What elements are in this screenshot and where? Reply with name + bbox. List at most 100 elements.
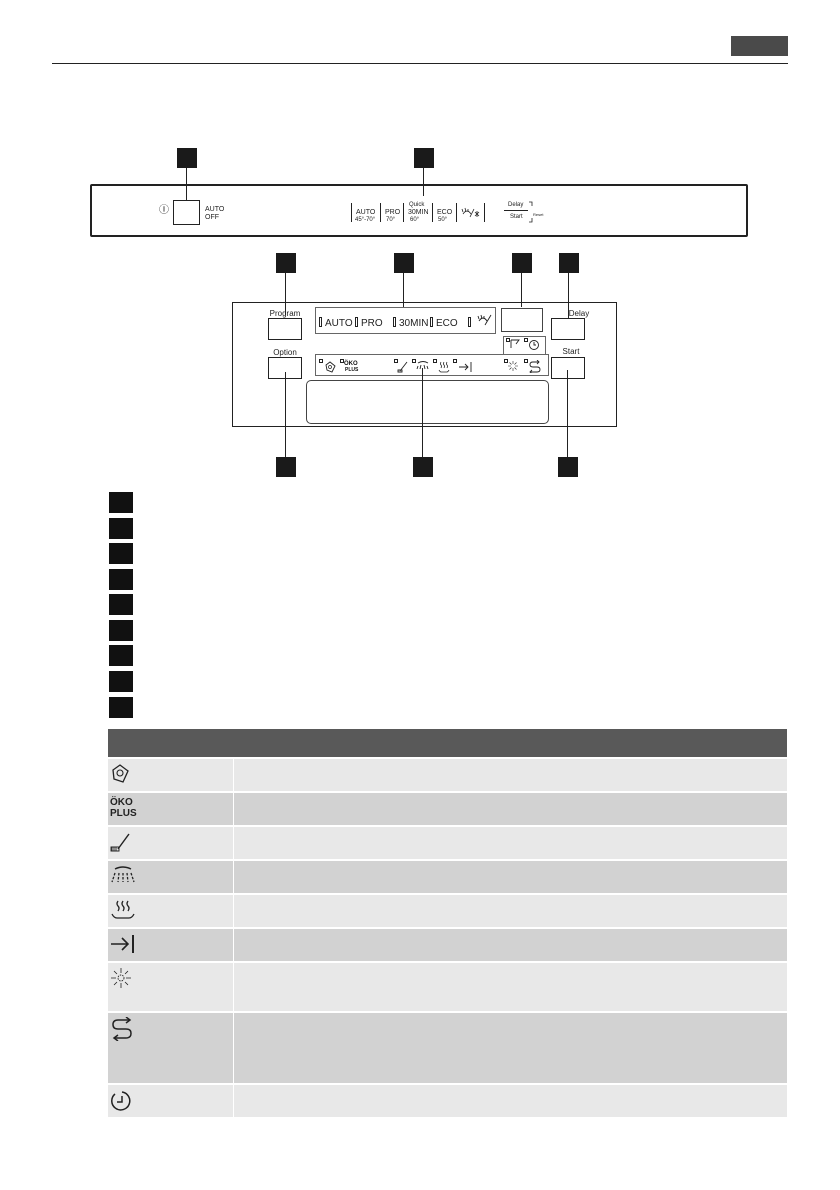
oko-indicator-line2: PLUS	[345, 367, 359, 373]
program-eco-temp: 50°	[438, 217, 448, 223]
option-button-label: Option	[273, 348, 297, 357]
delay-button-label: Delay	[568, 309, 590, 318]
table-row	[108, 929, 787, 961]
table-row	[108, 1085, 787, 1117]
cycle-arrows-icon	[529, 360, 541, 373]
program-30min-indicator: 30MIN	[393, 317, 428, 329]
drying-icon	[111, 900, 135, 919]
option-indicator-strip: ÖKO PLUS	[315, 354, 549, 376]
callout-9	[558, 457, 578, 477]
salt-sparkle-icon	[508, 361, 518, 371]
icon-cell: ÖKO PLUS	[108, 793, 233, 825]
program-indicator-strip: AUTO PRO 30MIN ECO	[315, 307, 496, 334]
divider	[403, 203, 404, 222]
table-row	[108, 759, 787, 791]
divider	[351, 203, 352, 222]
description-cell	[234, 793, 787, 825]
bottom-display-window	[306, 380, 549, 424]
program-quick-label: Quick	[409, 202, 425, 208]
table-row	[108, 963, 787, 1011]
indicator-square	[319, 359, 323, 363]
divider	[484, 203, 485, 222]
callout-7	[276, 457, 296, 477]
legend-marker-2	[109, 518, 133, 539]
indicator-square	[340, 359, 344, 363]
table-row	[108, 895, 787, 927]
leader-line	[422, 368, 423, 457]
status-indicator-box	[503, 336, 546, 354]
on-off-button[interactable]	[173, 200, 200, 225]
description-cell	[234, 929, 787, 961]
leader-line	[521, 273, 522, 307]
divider	[456, 203, 457, 222]
table-row	[108, 827, 787, 859]
callout-8	[413, 457, 433, 477]
spray-arms-icon	[416, 361, 429, 370]
legend-marker-4	[109, 569, 133, 590]
display-panel	[232, 302, 617, 427]
program-quick-temp: 60°	[410, 217, 420, 223]
table-row	[108, 1013, 787, 1083]
callout-3	[276, 253, 296, 273]
description-cell	[234, 759, 787, 791]
program-auto-temp: 45°-70°	[355, 217, 376, 223]
divider	[504, 210, 528, 211]
icon-cell	[108, 1085, 233, 1117]
program-rinse-indicator	[468, 317, 474, 329]
callout-2	[414, 148, 434, 168]
tablet-icon	[325, 361, 336, 373]
callout-5	[512, 253, 532, 273]
indicator-square	[433, 359, 437, 363]
leader-line	[423, 168, 424, 196]
leader-line	[567, 370, 568, 457]
header-rule	[52, 63, 788, 64]
callout-1	[177, 148, 197, 168]
legend-marker-3	[109, 543, 133, 564]
icon-cell	[108, 1013, 233, 1083]
program-eco-indicator: ECO	[430, 317, 458, 329]
description-cell	[234, 1085, 787, 1117]
reset-label: Reset	[533, 212, 544, 217]
top-delay-label: Delay	[508, 202, 524, 208]
leader-line	[568, 273, 569, 318]
divider	[432, 203, 433, 222]
legend-marker-5	[109, 594, 133, 615]
icon-cell	[108, 827, 233, 859]
spray-arms-icon	[111, 866, 135, 883]
divider	[380, 203, 381, 222]
start-button[interactable]	[551, 357, 585, 379]
table-row: ÖKO PLUS	[108, 793, 787, 825]
icon-cell	[108, 759, 233, 791]
description-cell	[234, 963, 787, 1011]
delay-button[interactable]	[551, 318, 585, 340]
rinse-aid-icon	[110, 833, 130, 852]
callout-4	[394, 253, 414, 273]
legend-marker-1	[109, 492, 133, 513]
legend-marker-9	[109, 697, 133, 718]
program-button-label: Program	[269, 309, 301, 318]
table-row	[108, 861, 787, 893]
oko-indicator-line1: ÖKO	[344, 361, 358, 367]
rinse-hold-icon	[461, 207, 480, 218]
top-start-label: Start	[510, 214, 523, 220]
power-icon: Ⓘ	[159, 205, 169, 216]
icon-cell	[108, 895, 233, 927]
cycle-arrows-icon	[112, 1017, 132, 1041]
program-button[interactable]	[268, 318, 302, 340]
rinse-hold-icon	[477, 314, 492, 326]
end-flag-icon	[510, 339, 520, 348]
top-control-panel	[90, 184, 748, 237]
description-cell	[234, 895, 787, 927]
end-arrow-icon	[111, 935, 134, 953]
indicator-square	[412, 359, 416, 363]
salt-sparkle-icon	[111, 968, 131, 988]
auto-off-label-1: AUTO	[205, 206, 225, 213]
indicator-square	[453, 359, 457, 363]
start-button-label: Start	[562, 347, 580, 356]
description-cell	[234, 1013, 787, 1083]
table-header	[108, 729, 787, 757]
rinse-aid-icon	[397, 361, 408, 373]
program-pro-label: PRO	[385, 209, 401, 216]
indicator-square	[394, 359, 398, 363]
indicator-square	[524, 338, 528, 342]
